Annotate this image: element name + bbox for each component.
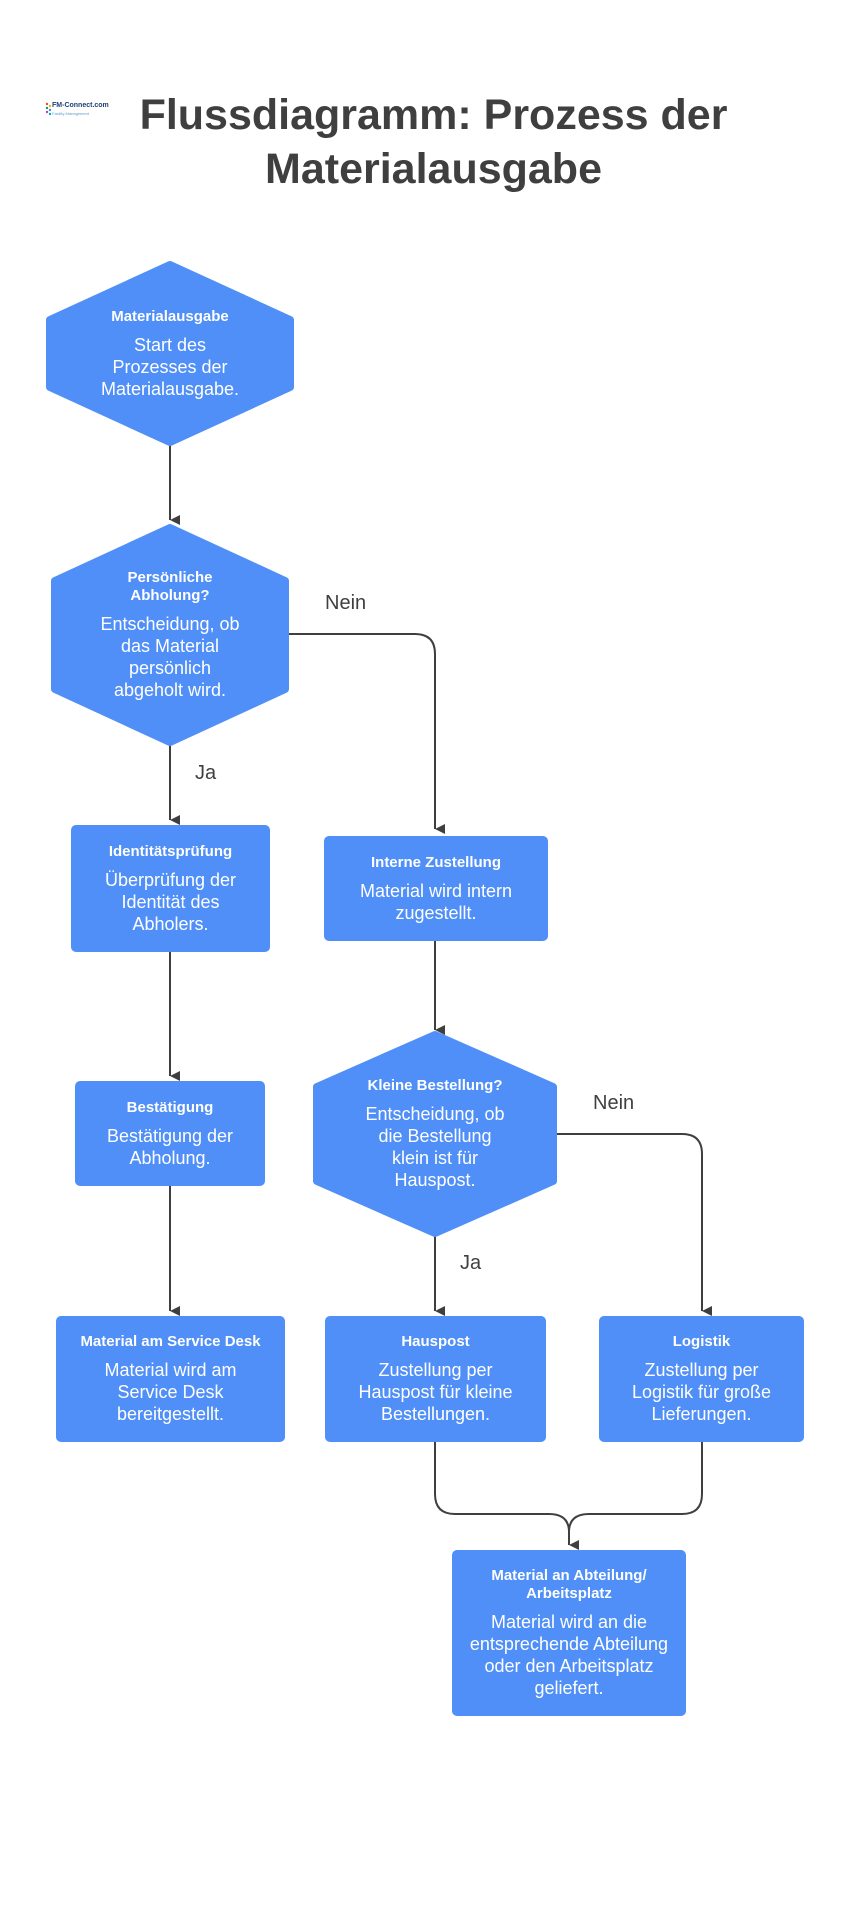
edge-label-small-yes: Ja: [460, 1252, 482, 1274]
node-service-desk-shape: [56, 1316, 285, 1442]
node-title: Bestätigung: [126, 1098, 214, 1116]
node-desc: Material wird an die entsprechende Abtei…: [469, 1612, 669, 1698]
logo-mark-icon: [45, 102, 52, 116]
node-start-shape: [46, 261, 294, 446]
node-desc: Überprüfung der Identität des Abholers.: [104, 869, 237, 934]
node-internal-delivery: Interne Zustellung Material wird intern …: [324, 836, 548, 941]
logo-name: FM-Connect.com: [52, 102, 109, 109]
node-small-order-decision: Kleine Bestellung? Entscheidung, ob die …: [345, 1062, 525, 1206]
node-title: Interne Zustellung: [370, 853, 501, 871]
company-logo: FM-Connect.com Facility Management: [44, 100, 109, 126]
node-title: Identitätsprüfung: [108, 842, 233, 860]
node-title: Kleine Bestellung?: [367, 1077, 503, 1094]
node-pickup-decision: Persönliche Abholung? Entscheidung, ob d…: [80, 560, 260, 710]
node-logistik-shape: [599, 1316, 804, 1442]
node-desc: Material wird am Service Desk bereitgest…: [104, 1360, 237, 1424]
node-department: Material an Abteilung/ Arbeitsplatz Mate…: [452, 1550, 686, 1716]
node-internal-delivery-shape: [324, 836, 548, 941]
node-identity-check-shape: [71, 825, 270, 952]
node-small-decision-shape: [313, 1031, 557, 1237]
node-title: Hauspost: [401, 1333, 470, 1350]
node-desc: Bestätigung der Abholung.: [106, 1125, 234, 1168]
node-desc: Entscheidung, ob das Material persönlich…: [100, 614, 240, 700]
edge-pickup-to-internal: [285, 633, 435, 829]
node-confirmation: Bestätigung Bestätigung der Abholung.: [75, 1081, 265, 1186]
node-service-desk: Material am Service Desk Material wird a…: [56, 1316, 285, 1442]
node-pickup-decision-shape: [51, 524, 289, 746]
node-title: Materialausgabe: [111, 308, 229, 325]
edge-label-small-no: Nein: [593, 1092, 635, 1114]
node-hauspost: Hauspost Zustellung per Hauspost für kle…: [325, 1316, 546, 1442]
node-confirmation-shape: [75, 1081, 265, 1186]
node-title: Material an Abteilung/ Arbeitsplatz: [491, 1567, 647, 1602]
node-logistik: Logistik Zustellung per Logistik für gro…: [599, 1316, 804, 1442]
node-desc: Material wird intern zugestellt.: [359, 880, 513, 923]
node-identity-check: Identitätsprüfung Überprüfung der Identi…: [71, 825, 270, 952]
node-desc: Start des Prozesses der Materialausgabe.: [100, 335, 240, 399]
edge-label-pickup-yes: Ja: [195, 762, 217, 784]
node-start: Materialausgabe Start des Prozesses der …: [70, 298, 270, 410]
edge-logistik-to-department: [568, 1442, 703, 1533]
edge-hauspost-to-department: [434, 1442, 569, 1545]
edge-small-to-logistik: [553, 1133, 702, 1311]
logo-tagline: Facility Management: [52, 111, 89, 116]
node-desc: Zustellung per Logistik für große Liefer…: [631, 1360, 772, 1424]
edge-label-pickup-no: Nein: [325, 592, 367, 614]
node-title: Material am Service Desk: [80, 1333, 261, 1350]
node-title: Persönliche Abholung?: [127, 569, 213, 604]
node-desc: Zustellung per Hauspost für kleine Beste…: [358, 1360, 513, 1424]
node-department-shape: [452, 1550, 686, 1716]
node-hauspost-shape: [325, 1316, 546, 1442]
node-title: Logistik: [672, 1333, 731, 1350]
node-desc: Entscheidung, ob die Bestellung klein is…: [365, 1104, 505, 1190]
page-title: Flussdiagramm: Prozess der Materialausga…: [139, 91, 728, 193]
